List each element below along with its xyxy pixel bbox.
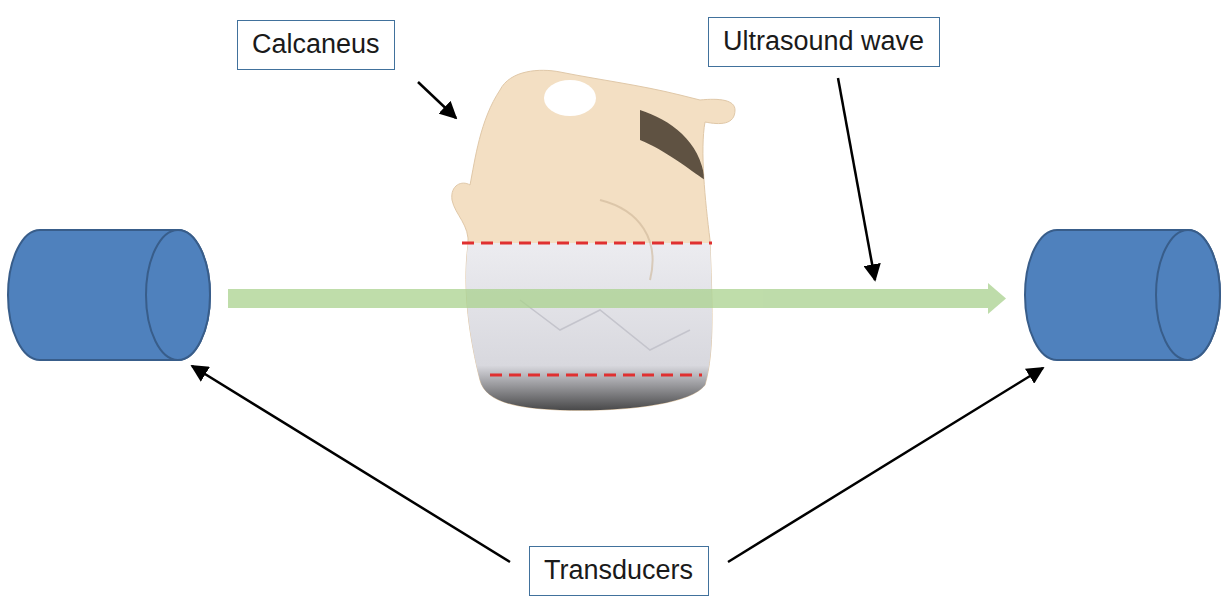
transducer-left [8, 230, 210, 360]
label-box: Ultrasound wave [708, 17, 940, 67]
ultrasound-beam [228, 283, 1006, 314]
label-box: Transducers [529, 546, 709, 596]
label-text: Ultrasound wave [723, 26, 925, 57]
label-text: Transducers [544, 555, 694, 586]
label-box: Calcaneus [237, 20, 395, 70]
leader-lines [192, 78, 1043, 562]
label-text: Calcaneus [252, 29, 380, 60]
calcaneus-bone [440, 70, 740, 418]
transducer-right [1025, 230, 1220, 360]
